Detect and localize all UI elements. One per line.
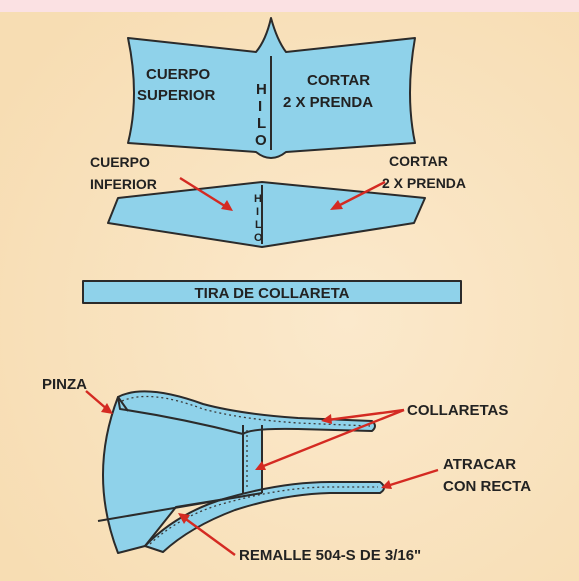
upper-grain-letter-o: O (255, 132, 267, 149)
upper-body-piece: CUERPO SUPERIOR CORTAR 2 X PRENDA H I L … (127, 17, 416, 159)
lower-left-arrow (179, 176, 233, 211)
lower-body-label-line2: INFERIOR (90, 176, 157, 192)
stitch-bottom-edge (149, 486, 378, 545)
bartack-arrow (381, 468, 439, 489)
top-band (0, 0, 579, 12)
bartack-label-line1: ATRACAR (443, 456, 516, 473)
upper-grain-letter-h: H (256, 81, 267, 98)
assembled-mask: PINZA COLLARETAS ATRACAR CON RECTA REMAL… (42, 376, 531, 564)
serge-arrow (178, 513, 236, 556)
binding-strip-shape (82, 280, 462, 304)
serge-label: REMALLE 504-S DE 3/16" (239, 547, 421, 564)
lower-cut-label-line2: 2 X PRENDA (382, 175, 466, 191)
lower-grain-letter-l: L (255, 219, 262, 231)
upper-body-label-line1: CUERPO (146, 66, 211, 83)
upper-grain-letter-i: I (258, 98, 262, 115)
lower-body-label-line1: CUERPO (90, 154, 150, 170)
lower-right-arrow (330, 180, 386, 210)
bartack-label-line2: CON RECTA (443, 478, 531, 495)
stitch-top-edge (121, 395, 371, 427)
binding-strip-label: TIRA DE COLLARETA (195, 285, 350, 302)
bindings-arrow-lower (255, 408, 405, 470)
upper-cut-label-line1: CORTAR (307, 72, 370, 89)
upper-body-label-line2: SUPERIOR (137, 87, 216, 104)
dart-label: PINZA (42, 376, 87, 393)
lower-grain-letter-h: H (254, 193, 262, 205)
mask-center-seam (97, 492, 263, 522)
dart-short-mark (117, 396, 129, 412)
bindings-arrow-upper (321, 408, 405, 424)
dart-arrow (85, 390, 113, 414)
lower-grain-letter-i: I (256, 206, 259, 218)
upper-cut-label-line2: 2 X PRENDA (283, 94, 373, 111)
lower-cut-label-line1: CORTAR (389, 153, 448, 169)
binding-strip-piece: TIRA DE COLLARETA (82, 280, 462, 304)
bindings-label: COLLARETAS (407, 402, 508, 419)
lower-body-shape (107, 181, 426, 248)
lower-body-piece: CUERPO INFERIOR CORTAR 2 X PRENDA H I L … (90, 153, 466, 248)
lower-grain-letter-o: O (254, 232, 263, 244)
upper-grain-letter-l: L (257, 115, 266, 132)
